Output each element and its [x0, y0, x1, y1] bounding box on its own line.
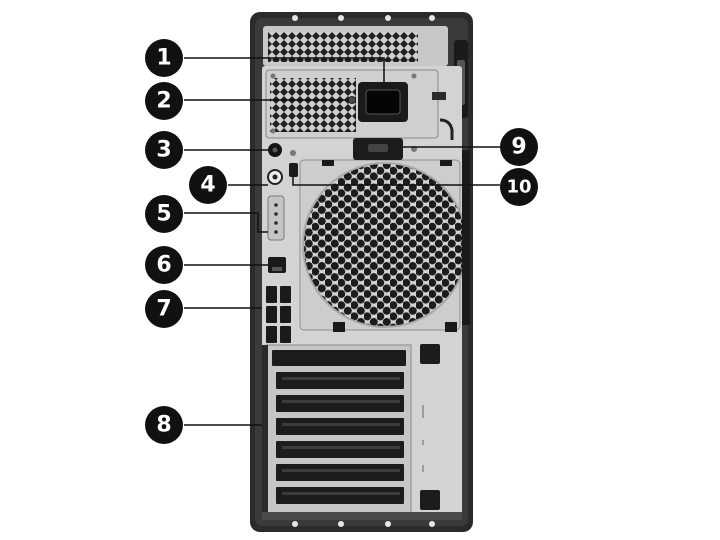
security-slot-screw	[290, 150, 296, 156]
slot-cover-highlights	[282, 377, 400, 495]
fan-clip-right	[445, 322, 457, 332]
leader-10	[292, 177, 500, 186]
svg-text:3: 3	[156, 138, 171, 163]
security-cable-slot[interactable]	[289, 163, 298, 177]
psu-handle[interactable]	[439, 118, 454, 140]
callout-5: 5	[145, 195, 183, 233]
psu-screw-tr	[411, 73, 417, 79]
psu-vent	[270, 78, 356, 132]
fan-top-notch-right	[440, 160, 452, 166]
callout-6: 6	[145, 246, 183, 284]
audio-port-1-inner	[272, 147, 278, 153]
callout-2: 2	[145, 82, 183, 120]
svg-text:9: 9	[511, 135, 526, 160]
svg-text:6: 6	[156, 253, 171, 278]
indicator-lights	[267, 195, 285, 241]
callout-7: 7	[145, 290, 183, 328]
svg-text:2: 2	[156, 89, 171, 114]
psu-release-tab[interactable]	[432, 92, 446, 100]
svg-text:10: 10	[506, 177, 531, 198]
expansion-slot-covers[interactable]	[272, 350, 406, 504]
expansion-left-rail	[262, 345, 268, 513]
callout-10: 10	[500, 168, 538, 206]
svg-text:1: 1	[156, 46, 171, 71]
psu-screw-bl	[270, 128, 276, 134]
leader-1	[184, 57, 385, 82]
usb-ports[interactable]	[266, 286, 291, 343]
card-retention-clip-top[interactable]	[420, 344, 440, 364]
svg-text:8: 8	[156, 413, 171, 438]
fan-grille	[303, 163, 467, 327]
padlock-loop-hole	[368, 144, 388, 152]
audio-port-2-inner	[272, 174, 278, 180]
card-retention-clip-bottom[interactable]	[420, 490, 440, 510]
psu-screw-tl	[270, 73, 276, 79]
chassis-screws	[292, 15, 435, 527]
callout-4: 4	[189, 166, 227, 204]
right-side-rail	[462, 150, 470, 325]
svg-text:5: 5	[156, 202, 171, 227]
top-vent-mesh	[268, 32, 418, 62]
indicator-led-dots	[274, 203, 278, 234]
callout-1: 1	[145, 39, 183, 77]
callout-9: 9	[500, 128, 538, 166]
chassis-foot	[262, 512, 462, 520]
callout-3: 3	[145, 131, 183, 169]
power-connector-socket	[365, 89, 401, 115]
network-jack-clip	[272, 267, 282, 271]
svg-text:7: 7	[156, 297, 171, 322]
power-supply-indicator	[348, 96, 356, 104]
leader-lines	[184, 57, 500, 426]
callout-8: 8	[145, 406, 183, 444]
fan-top-notch-left	[322, 160, 334, 166]
svg-text:4: 4	[200, 173, 215, 198]
leader-5	[184, 212, 268, 233]
fan-clip-left	[333, 322, 345, 332]
